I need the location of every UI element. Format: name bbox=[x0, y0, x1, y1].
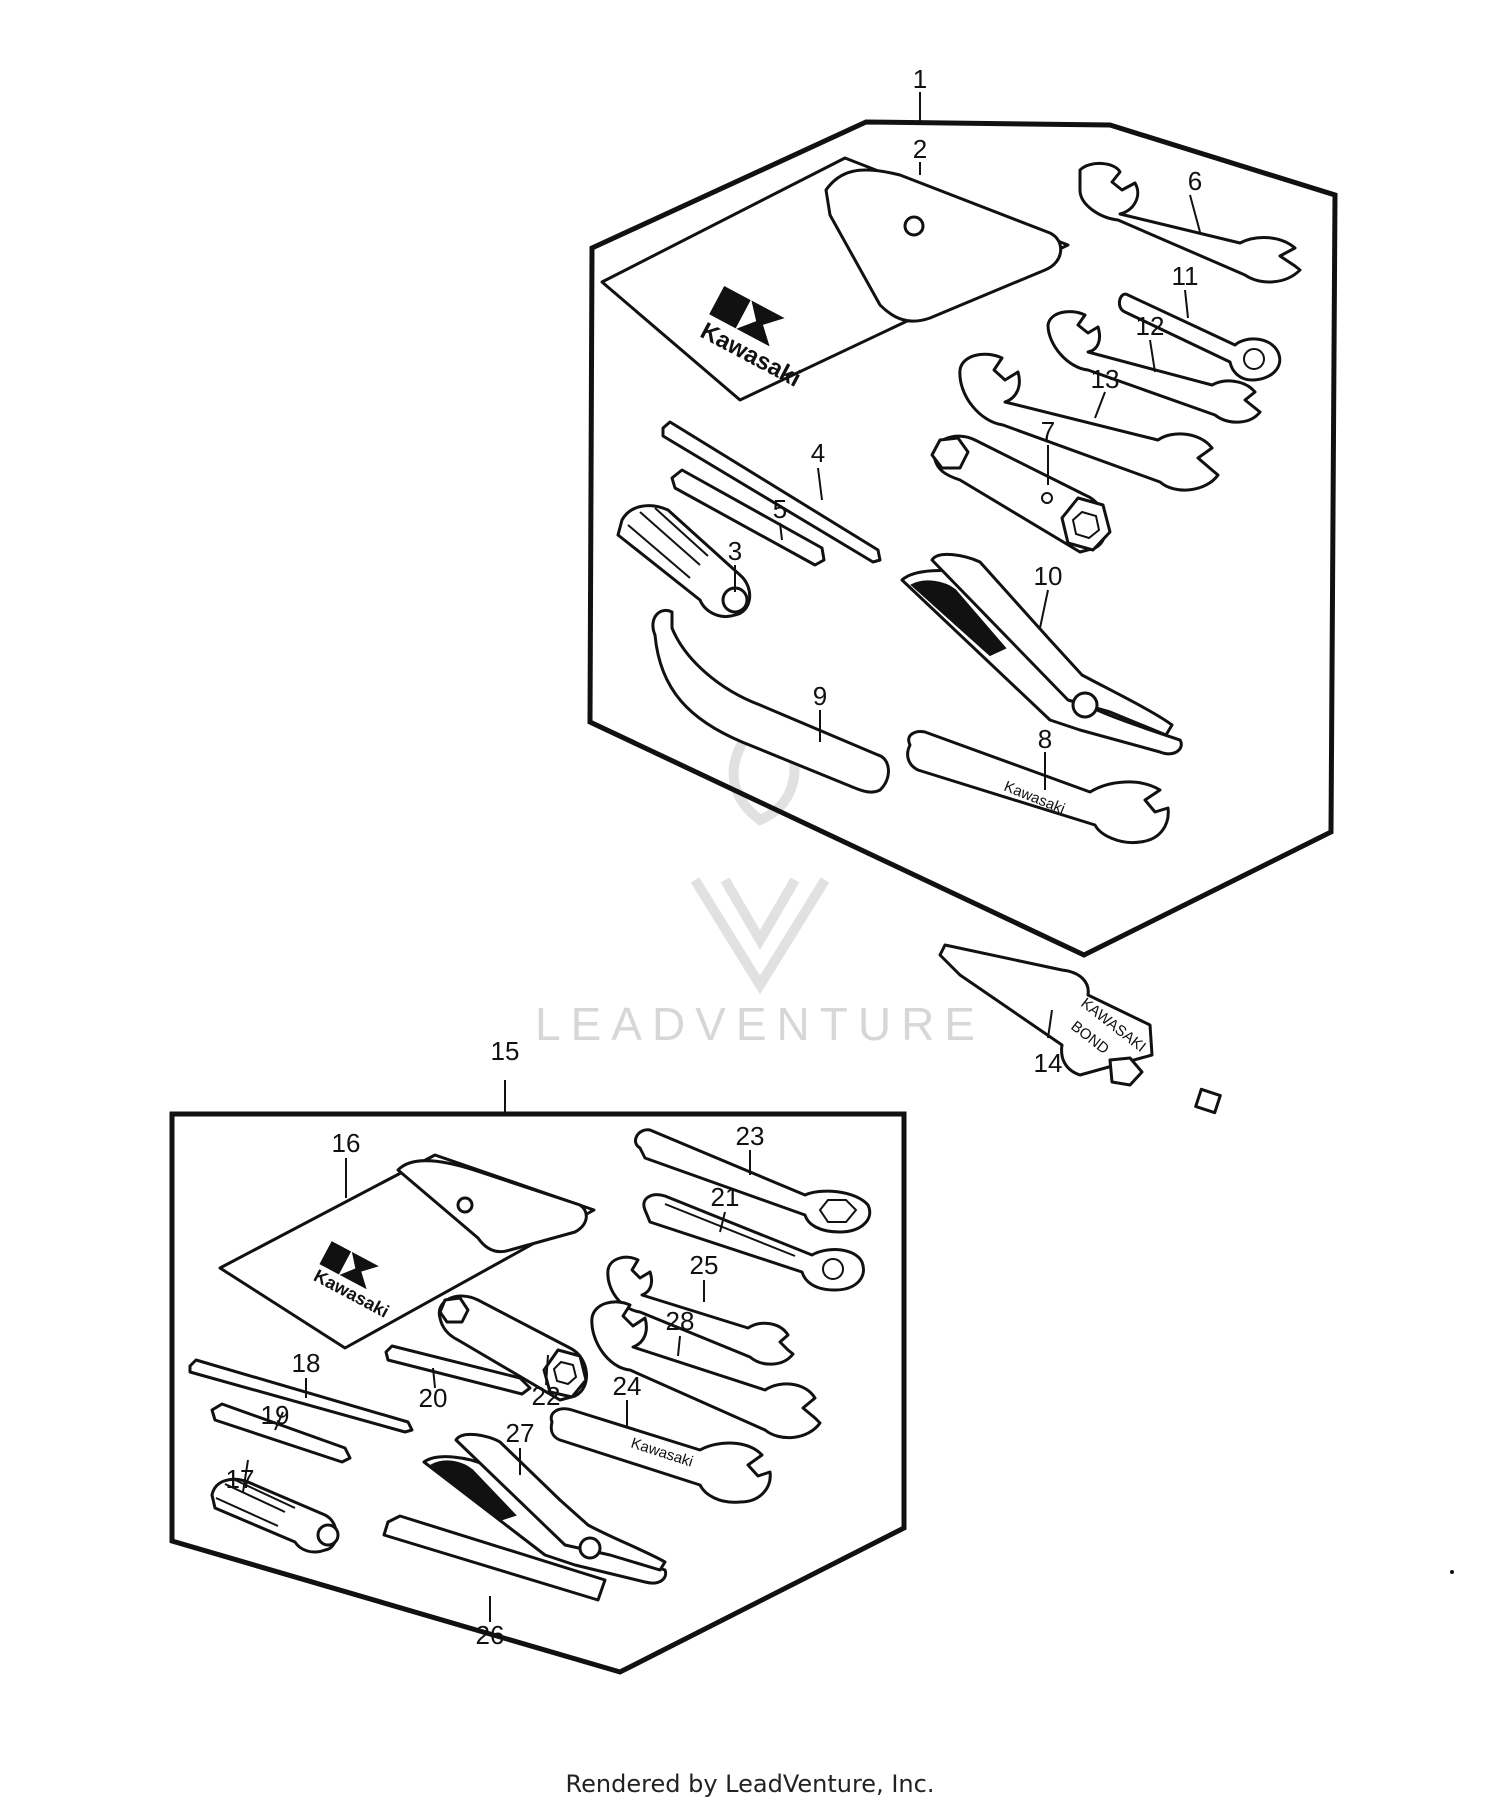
leader-lines bbox=[242, 92, 1201, 1622]
callout-11: 11 bbox=[1172, 261, 1199, 291]
callout-23: 23 bbox=[736, 1121, 765, 1151]
screwdriver-bit-5 bbox=[670, 468, 826, 567]
callout-9: 9 bbox=[813, 681, 827, 711]
callout-18: 18 bbox=[292, 1348, 321, 1378]
callout-4: 4 bbox=[811, 438, 825, 468]
wrench-13 bbox=[958, 352, 1220, 492]
stray-mark bbox=[1450, 1570, 1454, 1574]
callout-14: 14 bbox=[1034, 1048, 1063, 1078]
ring-wrench-21 bbox=[642, 1193, 865, 1292]
callout-26: 26 bbox=[476, 1620, 505, 1650]
tool-pouch-upper: Kawasaki bbox=[600, 156, 1070, 402]
callout-7: 7 bbox=[1041, 416, 1055, 446]
screwdriver-bit-4 bbox=[661, 420, 882, 564]
lower-kit-outline bbox=[169, 1111, 907, 1675]
callout-10: 10 bbox=[1034, 561, 1063, 591]
callout-3: 3 bbox=[728, 536, 742, 566]
watermark: LEADVENTURE bbox=[535, 708, 985, 1050]
wrench-6 bbox=[1078, 162, 1302, 284]
upper-kit-outline bbox=[587, 119, 1338, 958]
callout-24: 24 bbox=[613, 1371, 642, 1401]
wrench-28 bbox=[590, 1300, 822, 1440]
ring-wrench-23 bbox=[634, 1128, 872, 1234]
watermark-text: LEADVENTURE bbox=[535, 998, 985, 1050]
ring-wrench-11 bbox=[1117, 292, 1282, 382]
screwdriver-bit-18 bbox=[188, 1358, 414, 1434]
callout-20: 20 bbox=[419, 1383, 448, 1413]
callout-8: 8 bbox=[1038, 724, 1052, 754]
watermark-chevron-icon bbox=[690, 877, 830, 995]
pliers-27 bbox=[422, 1432, 668, 1585]
callout-25: 25 bbox=[690, 1250, 719, 1280]
callout-17: 17 bbox=[226, 1464, 255, 1494]
callout-27: 27 bbox=[506, 1418, 535, 1448]
callout-2: 2 bbox=[913, 134, 927, 164]
callout-5: 5 bbox=[773, 494, 787, 524]
wrench-24: Kawasaki bbox=[549, 1407, 772, 1504]
callout-16: 16 bbox=[332, 1128, 361, 1158]
wrench-12 bbox=[1046, 310, 1262, 424]
wrench-25 bbox=[606, 1255, 795, 1366]
footer-credit: Rendered by LeadVenture, Inc. bbox=[565, 1770, 935, 1798]
callout-28: 28 bbox=[666, 1306, 695, 1336]
screwdriver-handle-3 bbox=[616, 504, 751, 618]
callout-6: 6 bbox=[1188, 166, 1202, 196]
screwdriver-handle-17 bbox=[210, 1477, 340, 1554]
pliers-10 bbox=[900, 552, 1183, 756]
flat-bar-26 bbox=[382, 1514, 607, 1602]
callout-numbers: 1 2 3 4 5 6 7 8 9 10 11 12 13 14 15 16 1… bbox=[226, 64, 1203, 1650]
screwdriver-bit-19 bbox=[210, 1402, 352, 1464]
callout-15: 15 bbox=[491, 1036, 520, 1066]
socket-wrench-22 bbox=[437, 1294, 588, 1402]
tool-pouch-lower: Kawasaki bbox=[218, 1153, 596, 1350]
callout-22: 22 bbox=[532, 1381, 561, 1411]
tommy-bar-20 bbox=[384, 1344, 532, 1396]
callout-12: 12 bbox=[1136, 311, 1165, 341]
callout-1: 1 bbox=[913, 64, 927, 94]
callout-21: 21 bbox=[711, 1182, 740, 1212]
callout-19: 19 bbox=[261, 1400, 290, 1430]
socket-wrench-7 bbox=[930, 434, 1112, 554]
pin-spanner-9 bbox=[651, 609, 890, 794]
callout-13: 13 bbox=[1091, 364, 1120, 394]
